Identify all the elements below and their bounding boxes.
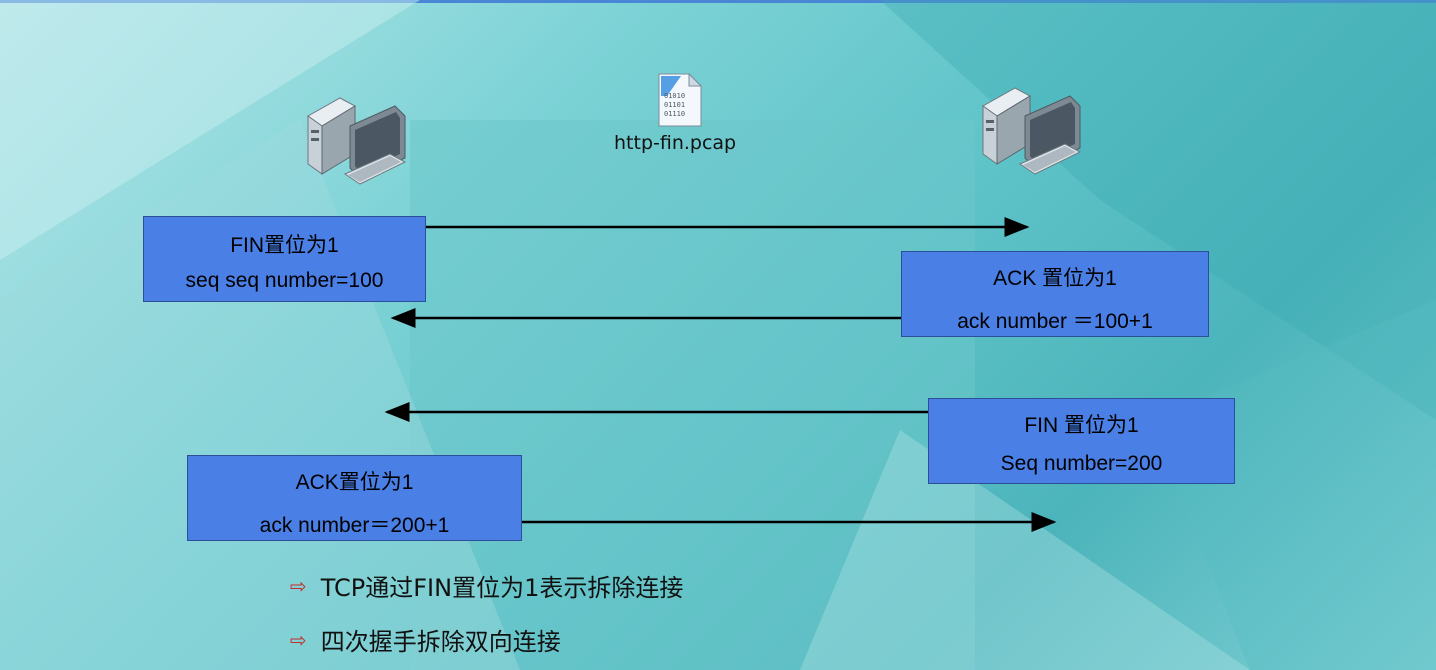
svg-text:01010: 01010 xyxy=(664,92,685,100)
top-accent-bar xyxy=(0,0,1436,3)
left-computer-icon xyxy=(307,97,407,185)
fin2-line1: FIN 置位为1 xyxy=(1024,414,1139,437)
ack2-box: ACK置位为1 ack number＝200+1 xyxy=(187,455,522,541)
fin1-box: FIN置位为1 seq seq number=100 xyxy=(143,216,426,302)
ack2-line1: ACK置位为1 xyxy=(295,471,414,494)
ack2-line2: ack number＝200+1 xyxy=(259,514,450,537)
pcap-file-icon[interactable]: 01010 01101 01110 xyxy=(657,72,703,128)
ack1-box: ACK 置位为1 ack number ＝100+1 xyxy=(901,251,1209,337)
bullet-item-2: ⇨ 四次握手拆除双向连接 xyxy=(290,622,561,657)
fin2-line2: Seq number=200 xyxy=(1000,452,1163,475)
bullet-text-2: 四次握手拆除双向连接 xyxy=(320,628,561,656)
right-computer-icon xyxy=(982,87,1082,175)
bullet-text-1: TCP通过FIN置位为1表示拆除连接 xyxy=(320,574,684,602)
ack1-line1: ACK 置位为1 xyxy=(993,267,1117,290)
bullet-arrow-icon: ⇨ xyxy=(290,627,307,652)
fin2-box: FIN 置位为1 Seq number=200 xyxy=(928,398,1235,484)
fin1-line1: FIN置位为1 xyxy=(230,234,339,257)
fin1-line2: seq seq number=100 xyxy=(185,269,384,292)
bullet-arrow-icon: ⇨ xyxy=(290,573,307,598)
svg-text:01110: 01110 xyxy=(664,110,685,118)
ack1-line2: ack number ＝100+1 xyxy=(957,310,1153,333)
svg-text:01101: 01101 xyxy=(664,101,685,109)
pcap-filename[interactable]: http-fin.pcap xyxy=(614,132,737,154)
bullet-item-1: ⇨ TCP通过FIN置位为1表示拆除连接 xyxy=(290,568,683,603)
